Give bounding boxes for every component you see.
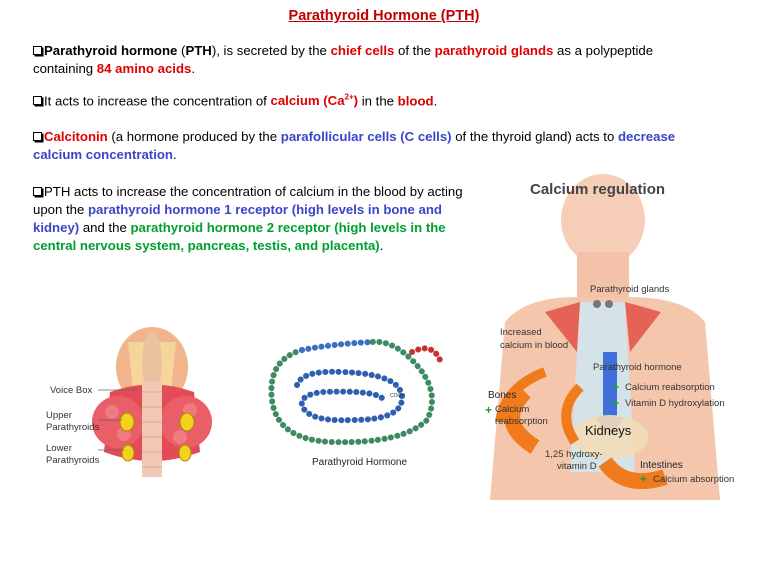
checkbox-bullet-icon	[33, 132, 42, 141]
text: PTH acts to increase the concentration o…	[33, 184, 463, 217]
plus-icon: +	[485, 403, 492, 417]
label-increased: Increased	[500, 327, 542, 338]
term-pth1-receptor: parathyroid hormone 1 receptor (high lev…	[33, 202, 442, 235]
chain-tail	[409, 345, 443, 363]
calcium-regulation-figure: Calcium regulation Parathyroid glands In…	[485, 174, 734, 500]
paragraph-pth-receptors: PTH acts to increase the concentration o…	[33, 183, 491, 255]
label-cooh: COOH	[390, 393, 405, 399]
term-decrease-calcium: decrease calcium concentration	[33, 129, 676, 162]
page-title: Parathyroid Hormone (PTH)	[288, 8, 480, 24]
body-silhouette	[490, 174, 720, 500]
text: .	[433, 93, 438, 109]
plus-icon: +	[640, 472, 647, 486]
chain-outer	[268, 338, 435, 446]
text: It acts to increase the concentration of	[44, 93, 271, 109]
pth-amino-acid-chain-figure: COOH Parathyroid Hormone	[268, 338, 443, 468]
checkbox-bullet-icon	[33, 46, 42, 55]
label-calcium-absorption: Calcium absorption	[653, 474, 734, 485]
text: )	[353, 93, 359, 109]
term-pth: PTH	[185, 43, 212, 58]
term-pth2-receptor: parathyroid hormone 2 receptor (high lev…	[33, 220, 446, 253]
caption-parathyroid-hormone: Parathyroid Hormone	[312, 457, 407, 468]
label-upper-parathyroids: Parathyroids	[46, 422, 100, 433]
label-vitamin-d-hydroxylation: Vitamin D hydroxylation	[625, 398, 725, 409]
term-84-amino-acids: 84 amino acids	[96, 61, 192, 76]
label-hydroxy: 1,25 hydroxy-	[545, 449, 603, 460]
label-calcium-in-blood: calcium in blood	[500, 340, 568, 351]
term-blood: blood	[397, 93, 434, 109]
text: .	[379, 238, 384, 253]
text: .	[172, 147, 177, 162]
figure-title-calcium-regulation: Calcium regulation	[530, 181, 665, 198]
label-vitamin-d: vitamin D	[557, 461, 597, 472]
text: as a polypeptide containing	[33, 43, 654, 76]
text: in the	[358, 93, 398, 109]
chain-inner	[299, 339, 375, 353]
superscript: 2+	[344, 93, 354, 102]
thyroid-gland-illustration	[92, 327, 212, 477]
paragraph-calcium-increase: It acts to increase the concentration of…	[33, 89, 693, 110]
text: calcium (Ca	[270, 93, 345, 109]
text: (a hormone produced by the	[107, 129, 281, 144]
text: of the	[394, 43, 435, 58]
label-voice-box: Voice Box	[50, 385, 92, 396]
term-parafollicular-cells: parafollicular cells (C cells)	[280, 129, 452, 144]
term-calcitonin: Calcitonin	[44, 129, 108, 144]
text: ), is secreted by the	[211, 43, 331, 58]
paragraph-calcitonin: Calcitonin (a hormone produced by the pa…	[33, 128, 713, 164]
label-upper: Upper	[46, 410, 72, 421]
checkbox-bullet-icon	[33, 96, 42, 106]
label-bone-reabsorption: reabsorption	[495, 416, 548, 427]
term-calcium: calcium (Ca2+)	[271, 93, 359, 108]
term-chief-cells: chief cells	[330, 43, 395, 58]
label-intestines: Intestines	[640, 460, 683, 471]
label-kidneys: Kidneys	[585, 423, 632, 438]
label-parathyroid-glands: Parathyroid glands	[590, 284, 669, 295]
checkbox-bullet-icon	[33, 187, 42, 196]
text: (	[177, 43, 186, 58]
text: .	[191, 61, 196, 76]
term-parathyroid-glands: parathyroid glands	[434, 43, 554, 58]
chain-middle	[294, 368, 406, 424]
label-lower-parathyroids: Parathyroids	[46, 455, 100, 466]
plus-icon: +	[612, 380, 619, 394]
plus-icon: +	[612, 396, 619, 410]
text: and the	[79, 220, 131, 235]
term-parathyroid-hormone: Parathyroid hormone	[44, 43, 178, 58]
label-bone-calcium: Calcium	[495, 404, 529, 415]
label-lower: Lower	[46, 443, 72, 454]
label-parathyroid-hormone: Parathyroid hormone	[593, 362, 682, 373]
text: of the thyroid gland) acts to	[451, 129, 618, 144]
thyroid-anatomy-figure: Voice Box Upper Parathyroids Lower Parat…	[46, 327, 212, 477]
paragraph-pth-secretion: Parathyroid hormone (PTH), is secreted b…	[33, 42, 693, 78]
label-bones: Bones	[488, 390, 516, 401]
label-calcium-reabsorption: Calcium reabsorption	[625, 382, 715, 393]
